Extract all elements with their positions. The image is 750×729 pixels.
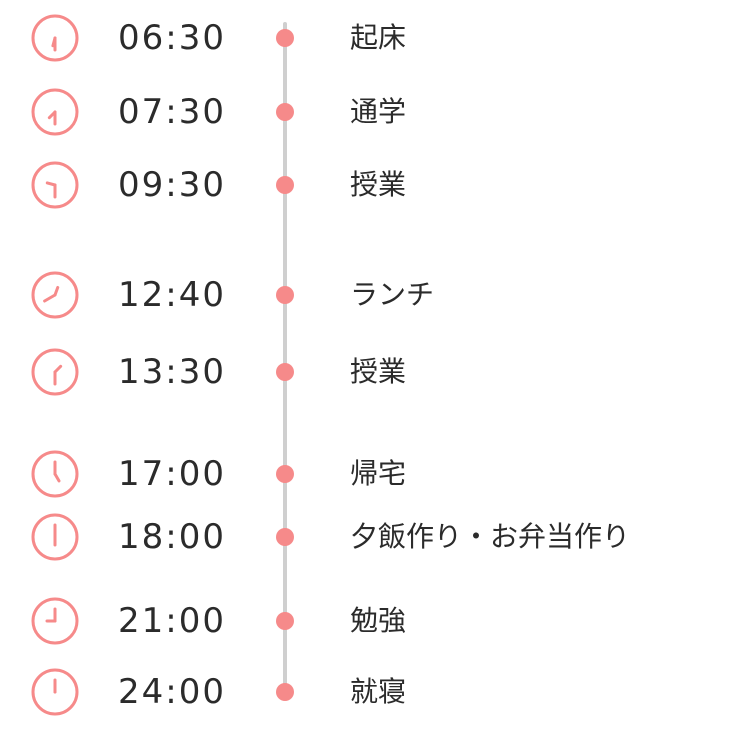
- clock-icon: [31, 348, 79, 396]
- schedule-row: 13:30 授業: [0, 342, 750, 402]
- timeline-dot: [276, 683, 294, 701]
- clock-face: [31, 597, 79, 645]
- clock-face: [31, 88, 79, 136]
- schedule-activity: ランチ: [350, 278, 435, 311]
- schedule-activity: 起床: [350, 21, 407, 54]
- timeline-dot: [276, 176, 294, 194]
- clock-face: [31, 348, 79, 396]
- timeline-dot: [276, 528, 294, 546]
- schedule-time: 21:00: [118, 601, 226, 641]
- schedule-row: 09:30 授業: [0, 155, 750, 215]
- schedule-row: 06:30 起床: [0, 8, 750, 68]
- timeline-line: [283, 22, 287, 692]
- schedule-activity: 授業: [350, 355, 407, 388]
- schedule-time: 09:30: [118, 165, 226, 205]
- schedule-activity: 帰宅: [350, 457, 407, 490]
- clock-icon: [31, 14, 79, 62]
- clock-icon: [31, 668, 79, 716]
- clock-face: [31, 450, 79, 498]
- schedule-time: 24:00: [118, 672, 226, 712]
- clock-face: [31, 668, 79, 716]
- timeline-dot: [276, 286, 294, 304]
- schedule-row: 17:00 帰宅: [0, 444, 750, 504]
- schedule-row: 24:00 就寝: [0, 662, 750, 722]
- schedule-time: 17:00: [118, 454, 226, 494]
- clock-face: [31, 513, 79, 561]
- schedule-time: 13:30: [118, 352, 226, 392]
- schedule-time: 12:40: [118, 275, 226, 315]
- schedule-row: 21:00 勉強: [0, 591, 750, 651]
- schedule-time: 06:30: [118, 18, 226, 58]
- clock-face: [31, 271, 79, 319]
- clock-minute-hand: [43, 293, 57, 303]
- schedule-time: 18:00: [118, 517, 226, 557]
- clock-icon: [31, 513, 79, 561]
- clock-icon: [31, 271, 79, 319]
- timeline-dot: [276, 465, 294, 483]
- timeline-dot: [276, 103, 294, 121]
- schedule-activity: 就寝: [350, 675, 407, 708]
- schedule-activity: 勉強: [350, 604, 407, 637]
- timeline-dot: [276, 363, 294, 381]
- schedule-row: 07:30 通学: [0, 82, 750, 142]
- schedule-activity: 通学: [350, 95, 407, 128]
- schedule-time: 07:30: [118, 92, 226, 132]
- timeline-dot: [276, 29, 294, 47]
- schedule-activity: 授業: [350, 168, 407, 201]
- timeline-dot: [276, 612, 294, 630]
- clock-icon: [31, 450, 79, 498]
- schedule-activity: 夕飯作り・お弁当作り: [350, 520, 631, 553]
- clock-face: [31, 161, 79, 209]
- schedule-row: 18:00 夕飯作り・お弁当作り: [0, 507, 750, 567]
- clock-icon: [31, 161, 79, 209]
- clock-icon: [31, 88, 79, 136]
- clock-face: [31, 14, 79, 62]
- schedule-row: 12:40 ランチ: [0, 265, 750, 325]
- clock-icon: [31, 597, 79, 645]
